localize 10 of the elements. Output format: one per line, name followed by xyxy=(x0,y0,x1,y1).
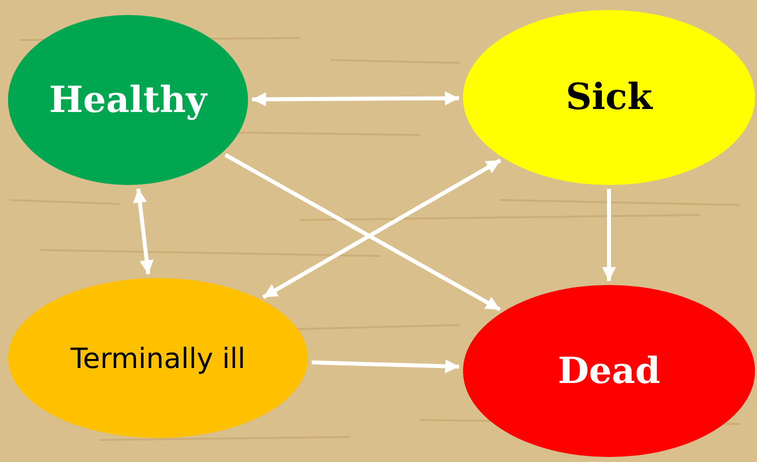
arrow xyxy=(224,153,501,312)
state-label: Sick xyxy=(566,75,652,120)
arrow xyxy=(262,158,502,299)
arrow xyxy=(132,188,154,274)
state-label: Healthy xyxy=(49,78,207,122)
arrow xyxy=(602,189,616,281)
arrow xyxy=(252,91,460,106)
arrow xyxy=(312,359,460,374)
state-label: Terminally ill xyxy=(70,340,246,376)
state-label: Dead xyxy=(558,348,660,394)
